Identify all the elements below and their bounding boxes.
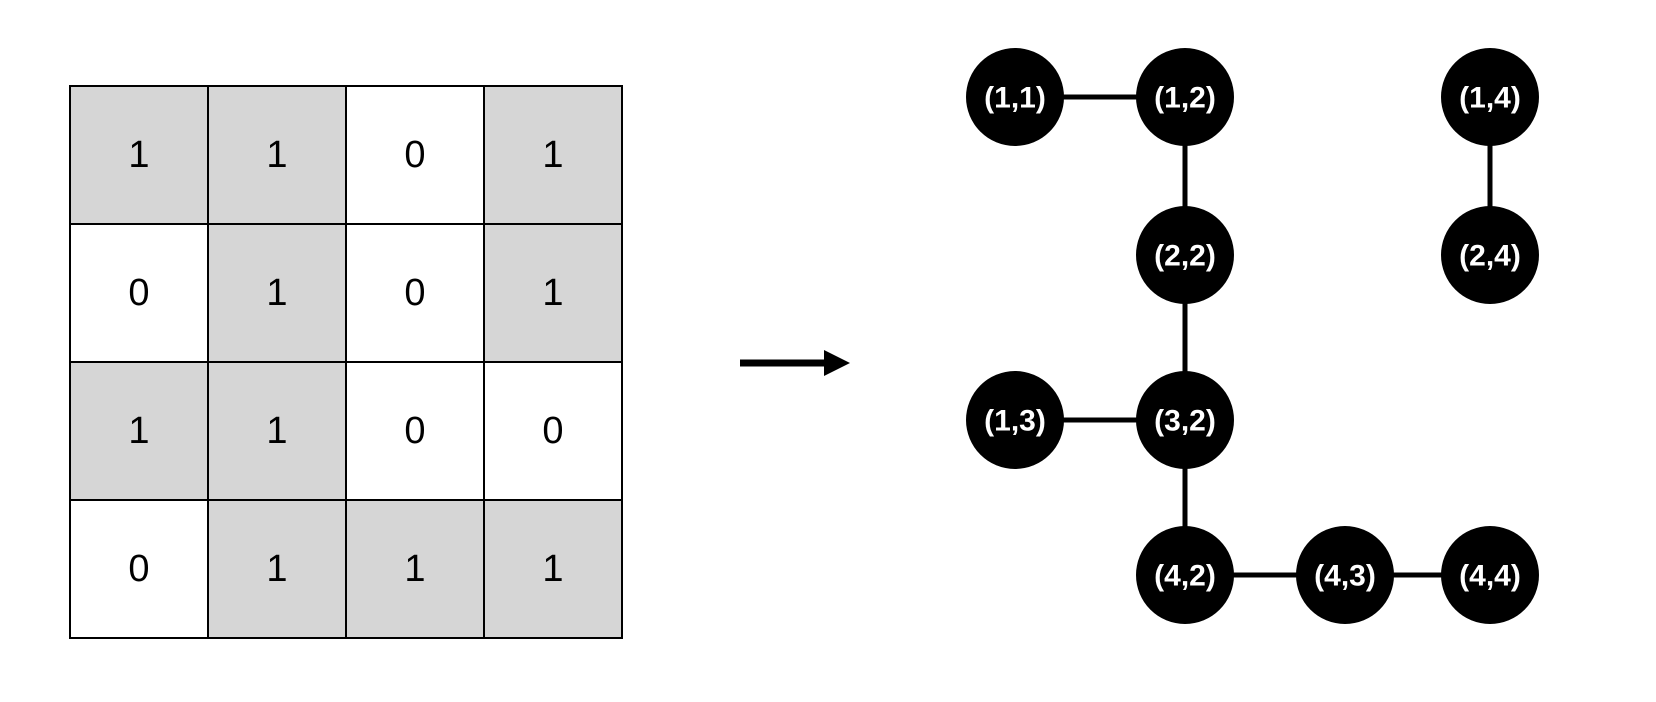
matrix-cell-r2c1: 0 bbox=[70, 224, 208, 362]
matrix-cell-r4c4: 1 bbox=[484, 500, 622, 638]
matrix-cell-r1c4: 1 bbox=[484, 86, 622, 224]
matrix-cell-r3c4: 0 bbox=[484, 362, 622, 500]
matrix-cell-r3c2: 1 bbox=[208, 362, 346, 500]
graph-node-(1,3) bbox=[966, 371, 1064, 469]
matrix-cell-r1c1: 1 bbox=[70, 86, 208, 224]
matrix-cell-r2c4: 1 bbox=[484, 224, 622, 362]
matrix-cell-r3c1: 1 bbox=[70, 362, 208, 500]
right-arrow-head-icon bbox=[824, 350, 850, 376]
matrix-cell-r1c3: 0 bbox=[346, 86, 484, 224]
graph-node-(4,4) bbox=[1441, 526, 1539, 624]
graph-node-label-(3,2): (3,2) bbox=[1154, 405, 1216, 438]
graph-node-label-(2,4): (2,4) bbox=[1459, 240, 1521, 273]
graph-node-(1,1) bbox=[966, 48, 1064, 146]
graph-node-(2,2) bbox=[1136, 206, 1234, 304]
graph-node-(3,2) bbox=[1136, 371, 1234, 469]
graph-node-(2,4) bbox=[1441, 206, 1539, 304]
matrix-cell-r4c1: 0 bbox=[70, 500, 208, 638]
matrix-cell-r3c3: 0 bbox=[346, 362, 484, 500]
graph-node-(1,4) bbox=[1441, 48, 1539, 146]
matrix-cell-r1c2: 1 bbox=[208, 86, 346, 224]
graph-node-(1,2) bbox=[1136, 48, 1234, 146]
graph-node-label-(4,3): (4,3) bbox=[1314, 560, 1376, 593]
graph-node-label-(1,2): (1,2) bbox=[1154, 82, 1216, 115]
matrix-cell-r4c3: 1 bbox=[346, 500, 484, 638]
graph-node-(4,3) bbox=[1296, 526, 1394, 624]
graph-node-(4,2) bbox=[1136, 526, 1234, 624]
graph-node-label-(4,4): (4,4) bbox=[1459, 560, 1521, 593]
matrix-cell-r2c3: 0 bbox=[346, 224, 484, 362]
matrix-cell-r4c2: 1 bbox=[208, 500, 346, 638]
matrix-cell-r2c2: 1 bbox=[208, 224, 346, 362]
graph-node-label-(4,2): (4,2) bbox=[1154, 560, 1216, 593]
graph-node-label-(1,4): (1,4) bbox=[1459, 82, 1521, 115]
graph-node-label-(2,2): (2,2) bbox=[1154, 240, 1216, 273]
graph-node-label-(1,1): (1,1) bbox=[984, 82, 1046, 115]
graph-node-label-(1,3): (1,3) bbox=[984, 405, 1046, 438]
